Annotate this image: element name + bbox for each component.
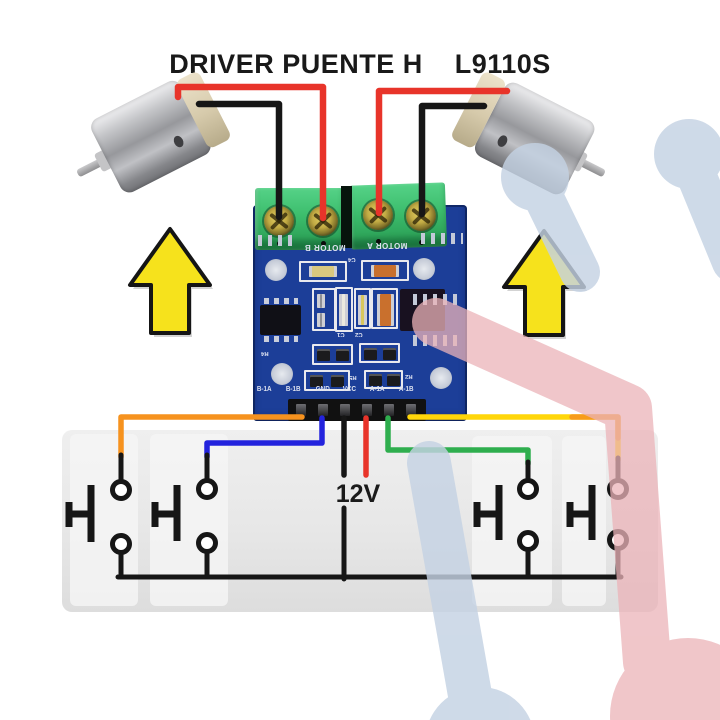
panel-stripe (562, 436, 606, 606)
silkscreen-c1-label: C1 (337, 331, 345, 337)
smd-capacitor (309, 266, 337, 277)
terminal-screw-b1 (264, 206, 294, 236)
motor-right (447, 67, 607, 200)
component-box (359, 343, 400, 363)
solder-pads (258, 235, 298, 246)
header-pin (384, 404, 394, 416)
watermark-blue-circle (429, 687, 531, 720)
pin-label-vcc: VCC (342, 386, 357, 393)
silkscreen-motor-b-label: MOTOR B (304, 243, 346, 252)
component-box (299, 261, 347, 282)
silkscreen-c4-label: C4 (348, 256, 356, 262)
solder-pads (421, 233, 463, 244)
smd-resistor (369, 374, 382, 386)
page-title: DRIVER PUENTE H L9110S (0, 49, 720, 80)
smd-capacitor (339, 294, 348, 326)
title-driver-text: DRIVER PUENTE H (169, 49, 423, 79)
smd-resistor (364, 348, 377, 360)
silkscreen-r4-label: R4 (261, 350, 269, 356)
component-box (335, 287, 353, 332)
smd-capacitor (377, 294, 394, 326)
watermark-blue-stick (519, 168, 600, 292)
panel-stripe (150, 434, 228, 606)
smd-resistor (317, 313, 325, 327)
terminal-dot (376, 239, 381, 244)
pin-label-a-1b: A-1B (398, 386, 414, 393)
terminal-screw-a2 (406, 201, 436, 231)
panel-stripe (70, 434, 138, 606)
smd-capacitor (371, 265, 399, 277)
terminal-screw-b2 (308, 206, 338, 236)
smd-capacitor (358, 295, 367, 325)
arrow-up-right (502, 229, 586, 337)
header-pin (296, 404, 306, 416)
smd-resistor (331, 375, 344, 387)
mounting-hole (430, 367, 452, 389)
solder-pads (413, 335, 461, 346)
arrow-up-left (128, 227, 212, 335)
ic-chip-left (260, 298, 301, 342)
silkscreen-r5-label: R5 (349, 374, 357, 380)
pin-label-b-1a: B-1A (256, 386, 272, 393)
component-box (312, 344, 353, 365)
watermark-blue-circle (654, 119, 720, 189)
ic-pins (264, 298, 298, 304)
smd-resistor (387, 374, 400, 386)
solder-pads (413, 294, 461, 305)
mounting-hole (413, 258, 435, 280)
header-pin (340, 404, 350, 416)
mounting-hole (265, 259, 287, 281)
smd-resistor (317, 349, 330, 361)
supply-label-12v: 12V (335, 480, 381, 508)
component-box (304, 370, 350, 391)
silkscreen-motor-a-label: MOTOR A (366, 241, 408, 250)
component-box (361, 260, 409, 281)
smd-resistor (336, 349, 349, 361)
terminal-block-gap (341, 186, 352, 248)
smd-resistor (310, 375, 323, 387)
smd-resistor (317, 294, 325, 308)
panel-stripe (472, 436, 552, 606)
title-part-number: L9110S (454, 49, 551, 79)
watermark-pink-circle (610, 638, 720, 720)
component-box (364, 370, 403, 389)
pin-label-gnd: GND (315, 386, 330, 393)
ic-pins (264, 336, 298, 342)
driver-module-l9110s: MOTOR B MOTOR A C4 C1 C2 (253, 182, 467, 427)
silkscreen-r2-label: R2 (405, 373, 413, 379)
component-box (354, 288, 371, 329)
component-box (312, 288, 336, 331)
silkscreen-c2-label: C2 (355, 331, 363, 337)
pin-header (288, 399, 426, 421)
terminal-screw-a1 (363, 200, 393, 230)
pin-label-b-1b: B-1B (285, 386, 301, 393)
header-pin (406, 404, 416, 416)
header-pin (318, 404, 328, 416)
component-box (371, 288, 398, 329)
mounting-hole (271, 363, 293, 385)
header-pin (362, 404, 372, 416)
terminal-dot (321, 241, 326, 246)
smd-resistor (383, 348, 396, 360)
watermark-blue-stick (675, 152, 720, 278)
pin-label-a-1a: A-1A (369, 386, 385, 393)
motor-left (75, 67, 236, 200)
